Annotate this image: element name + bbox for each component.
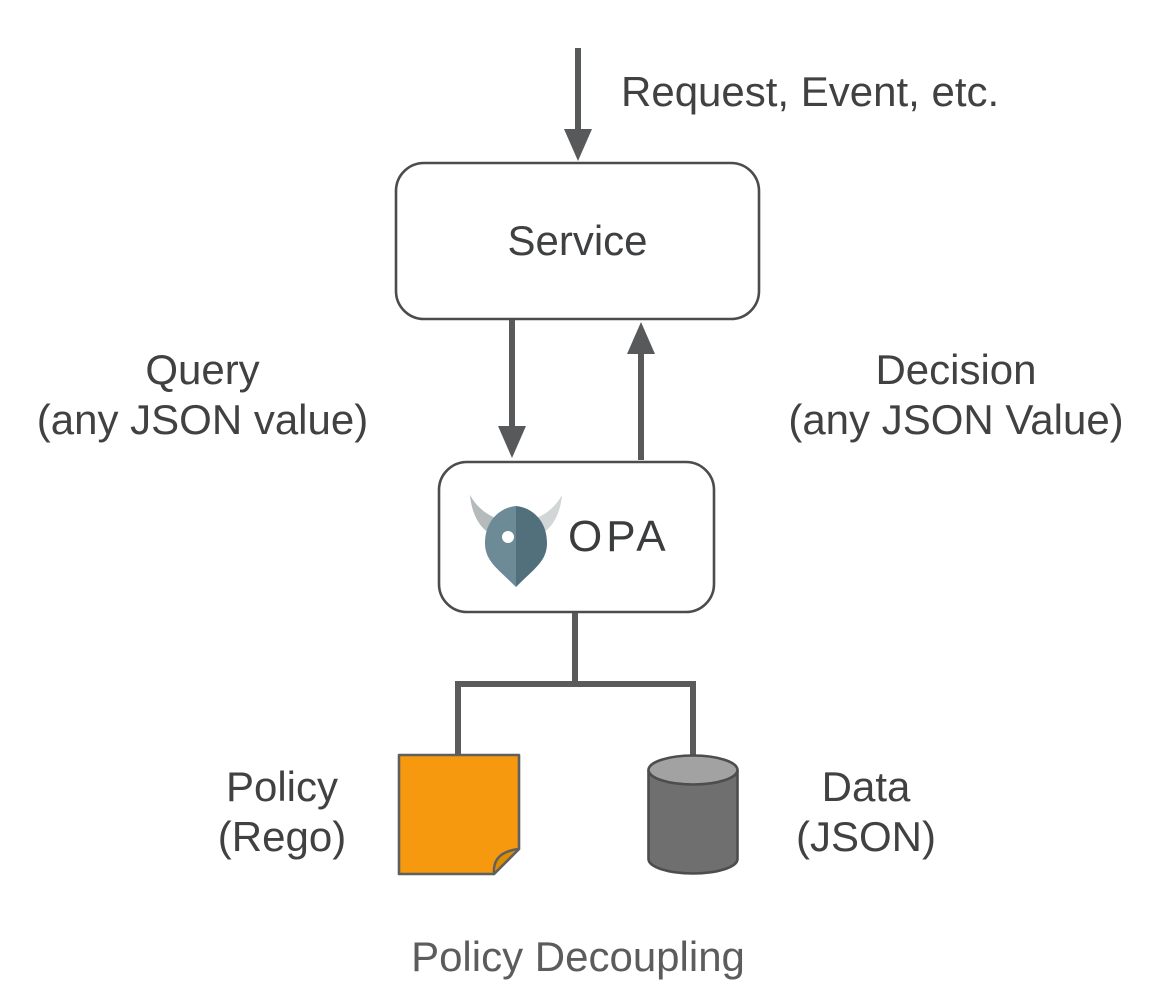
helmet-right-half bbox=[516, 506, 547, 587]
policy-node-label: Policy (Rego) bbox=[207, 762, 357, 862]
data-node-label: Data (JSON) bbox=[791, 762, 941, 862]
tree-connector bbox=[455, 613, 696, 757]
decision-edge-label-line2: (any JSON Value) bbox=[788, 396, 1124, 443]
opa-label: OPA bbox=[568, 512, 670, 561]
helmet-eye-dot bbox=[502, 531, 514, 543]
service-box bbox=[394, 161, 761, 321]
incoming-request-label: Request, Event, etc. bbox=[621, 68, 1000, 115]
data-node-label-line2: (JSON) bbox=[796, 813, 936, 860]
decision-edge-label: Decision (any JSON Value) bbox=[780, 345, 1132, 445]
helmet-left-half bbox=[485, 506, 516, 587]
database-cylinder-icon bbox=[647, 754, 739, 875]
data-node-label-line1: Data bbox=[821, 763, 911, 810]
diagram-caption: Policy Decoupling bbox=[411, 933, 745, 980]
incoming-arrow bbox=[564, 48, 592, 161]
opa-helmet-icon bbox=[470, 495, 562, 587]
decision-edge-label-line1: Decision bbox=[875, 346, 1037, 393]
query-arrow bbox=[498, 320, 526, 458]
document-folded-corner-icon bbox=[397, 753, 521, 876]
query-edge-label: Query (any JSON value) bbox=[30, 345, 375, 445]
query-edge-label-line1: Query bbox=[145, 346, 260, 393]
policy-node-label-line2: (Rego) bbox=[217, 813, 347, 860]
query-edge-label-line2: (any JSON value) bbox=[36, 396, 369, 443]
service-label: Service bbox=[507, 217, 648, 264]
policy-node-label-line1: Policy bbox=[225, 763, 339, 810]
decision-arrow bbox=[627, 322, 655, 460]
